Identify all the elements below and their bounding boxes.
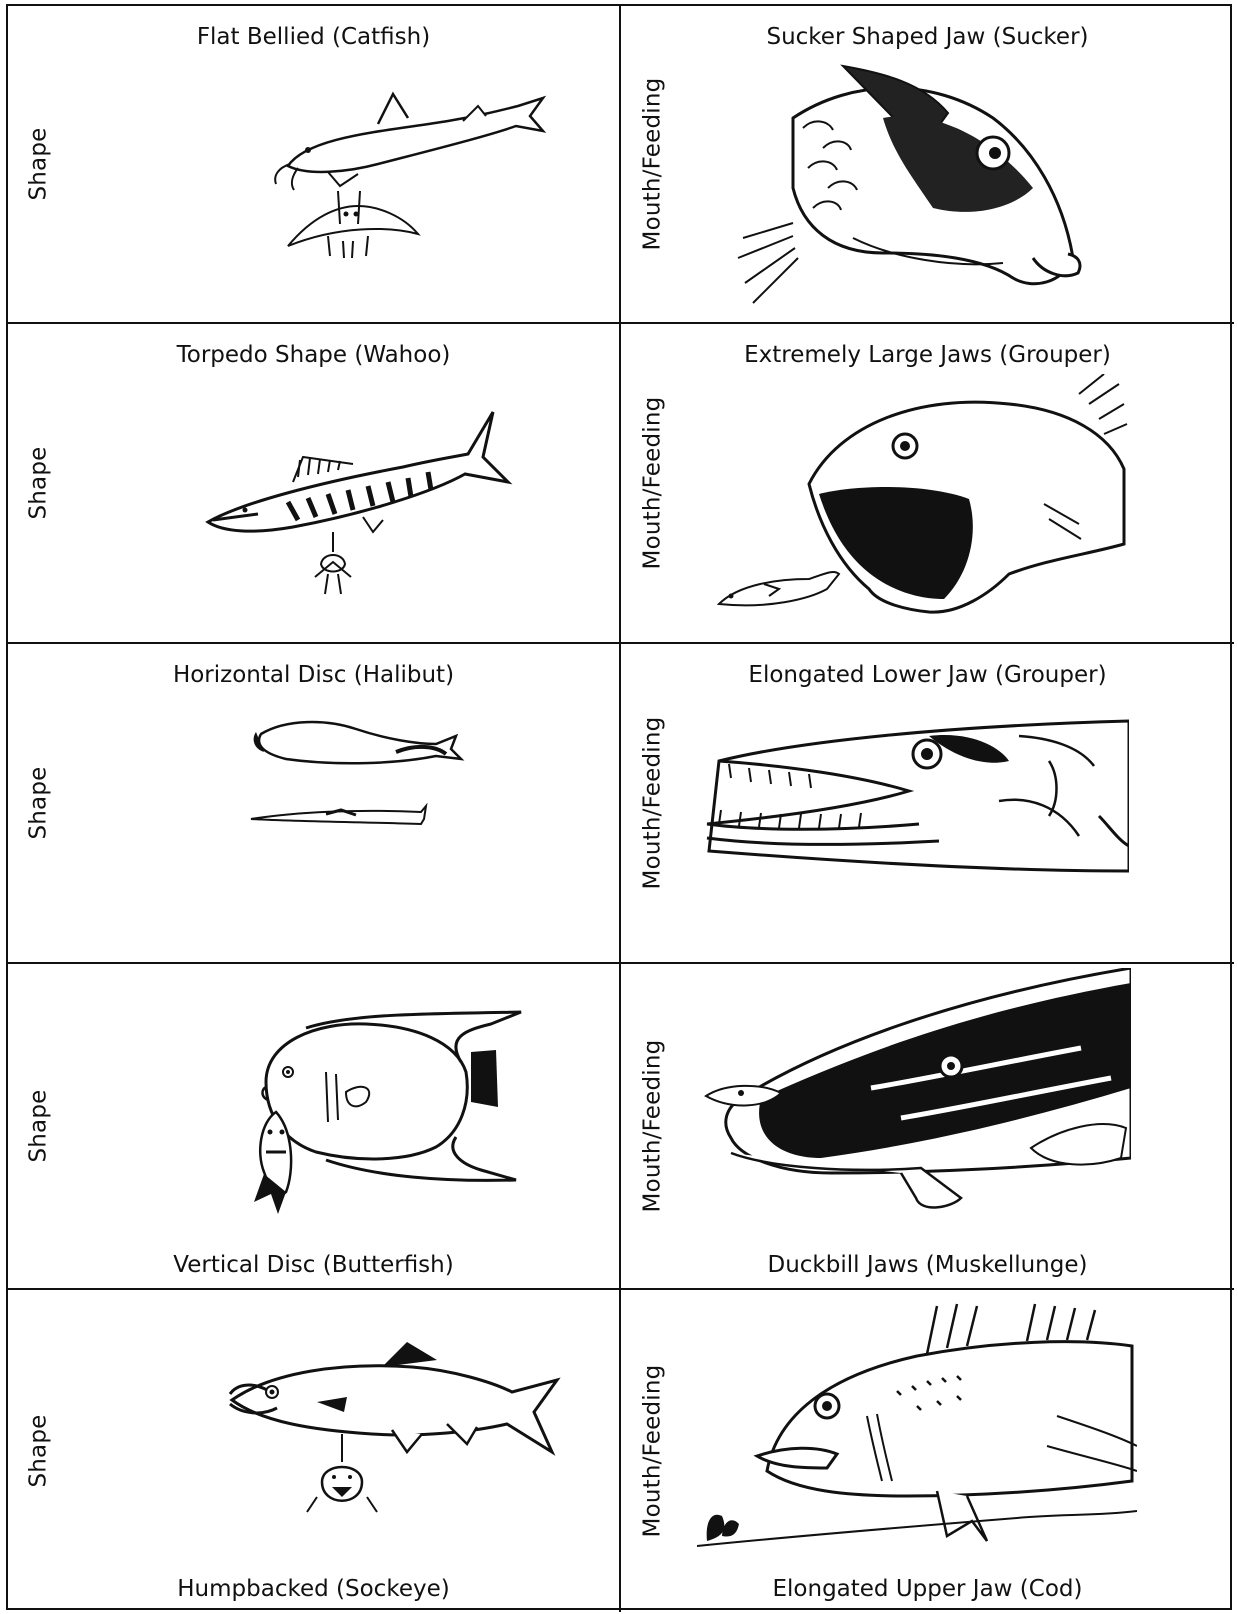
cell-caption: Duckbill Jaws (Muskellunge) (621, 1252, 1234, 1278)
cell-caption: Extremely Large Jaws (Grouper) (621, 342, 1234, 368)
cell-caption: Torpedo Shape (Wahoo) (8, 342, 619, 368)
side-label: Mouth/Feeding (639, 397, 665, 570)
grouper-drawing (709, 374, 1129, 634)
cell-large-jaws: Mouth/Feeding Extremely Large Jaws (Grou… (621, 324, 1234, 644)
fish-grid: Shape Flat Bellied (Catfish) Mouth/Feedi… (6, 4, 1232, 1610)
side-label: Mouth/Feeding (639, 1365, 665, 1538)
side-label: Mouth/Feeding (639, 717, 665, 890)
fish-characteristics-sheet: Shape Flat Bellied (Catfish) Mouth/Feedi… (6, 4, 1232, 1610)
cell-caption: Horizontal Disc (Halibut) (8, 662, 619, 688)
cell-caption: Elongated Upper Jaw (Cod) (621, 1576, 1234, 1602)
cell-lower-jaw: Mouth/Feeding Elongated Lower Jaw (Group… (621, 644, 1234, 964)
cell-sucker-jaw: Mouth/Feeding Sucker Shaped Jaw (Sucker) (621, 6, 1234, 324)
side-label: Shape (26, 127, 52, 200)
side-label: Shape (26, 446, 52, 519)
cell-caption: Flat Bellied (Catfish) (8, 24, 619, 50)
cell-duckbill-jaws: Mouth/Feeding Duckbill Jaws (Muskellunge… (621, 964, 1234, 1290)
cell-flat-bellied: Shape Flat Bellied (Catfish) (8, 6, 621, 324)
butterfish-drawing (246, 1002, 536, 1227)
cell-caption: Vertical Disc (Butterfish) (8, 1252, 619, 1278)
sucker-drawing (733, 58, 1093, 308)
cell-caption: Sucker Shaped Jaw (Sucker) (621, 24, 1234, 50)
catfish-drawing (268, 76, 548, 266)
cell-caption: Humpbacked (Sockeye) (8, 1576, 619, 1602)
cell-horizontal-disc: Shape Horizontal Disc (Halibut) (8, 644, 621, 964)
cell-humpbacked: Shape Humpbacked (Sockeye) (8, 1290, 621, 1612)
cod-drawing (697, 1296, 1137, 1556)
cell-vertical-disc: Shape Vertical Disc (Butterfish) (8, 964, 621, 1290)
cell-torpedo-shape: Shape Torpedo Shape (Wahoo) (8, 324, 621, 644)
cell-caption: Elongated Lower Jaw (Grouper) (621, 662, 1234, 688)
side-label: Mouth/Feeding (639, 1040, 665, 1213)
muskellunge-drawing (701, 968, 1131, 1223)
cell-upper-jaw: Mouth/Feeding Elongated Upper Jaw (Cod) (621, 1290, 1234, 1612)
wahoo-drawing (203, 402, 513, 602)
halibut-drawing (246, 714, 476, 834)
sockeye-drawing (222, 1312, 562, 1527)
side-label: Mouth/Feeding (639, 78, 665, 251)
side-label: Shape (26, 766, 52, 839)
side-label: Shape (26, 1089, 52, 1162)
barracuda-drawing (699, 706, 1129, 876)
side-label: Shape (26, 1414, 52, 1487)
